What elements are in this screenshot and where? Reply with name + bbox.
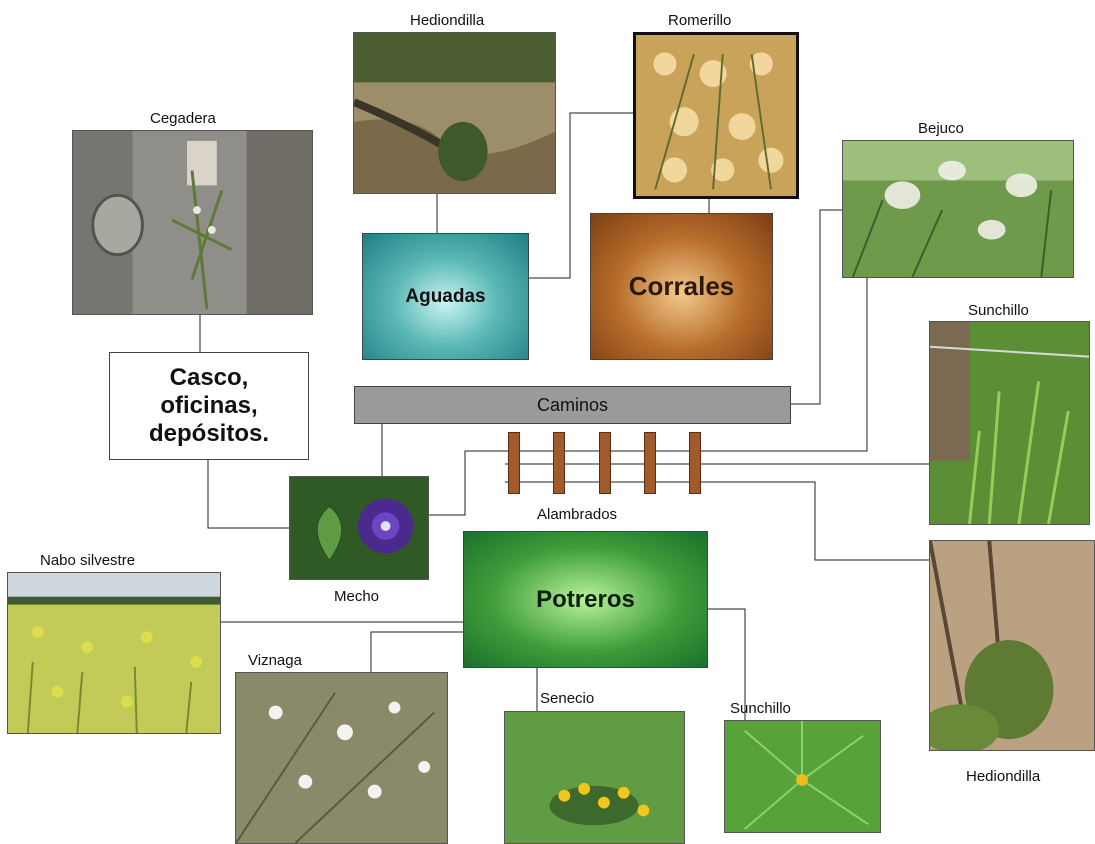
romerillo-caption: Romerillo xyxy=(668,12,732,29)
link-bejuco-alambrados xyxy=(697,278,868,452)
link-hediondilla-alambrados xyxy=(697,481,929,561)
romerillo-photo xyxy=(633,32,799,199)
sunchillo-bottom-caption: Sunchillo xyxy=(730,700,791,717)
mecho-caption: Mecho xyxy=(334,588,380,605)
aguadas-box: Aguadas xyxy=(362,233,529,360)
link-romerillo-aguadas xyxy=(529,112,633,279)
cegadera-caption: Cegadera xyxy=(150,110,216,127)
bejuco-photo xyxy=(842,140,1074,278)
bejuco-caption: Bejuco xyxy=(918,120,964,137)
fence-post xyxy=(644,432,656,494)
link-bejuco-caminos xyxy=(791,209,842,405)
caminos-bar: Caminos xyxy=(354,386,791,424)
link-sunchillo-potreros xyxy=(708,608,746,720)
fence-post xyxy=(689,432,701,494)
viznaga-photo xyxy=(235,672,448,844)
senecio-caption: Senecio xyxy=(540,690,595,707)
casco-box: Casco, oficinas, depósitos. xyxy=(109,352,309,460)
nabo-silvestre-photo xyxy=(7,572,221,734)
corrales-box: Corrales xyxy=(590,213,773,360)
nabo-caption: Nabo silvestre xyxy=(40,552,136,569)
hediondilla-right-caption: Hediondilla xyxy=(966,768,1041,785)
link-casco-mecho xyxy=(207,460,289,529)
fence-post xyxy=(553,432,565,494)
alambrados-label: Alambrados xyxy=(537,506,618,523)
fence-post xyxy=(599,432,611,494)
senecio-photo xyxy=(504,711,685,844)
hediondilla-right-photo xyxy=(929,540,1095,751)
hediondilla-top-photo xyxy=(353,32,556,194)
sunchillo-right-photo xyxy=(929,321,1090,525)
sunchillo-right-caption: Sunchillo xyxy=(968,302,1029,319)
link-viznaga-potreros xyxy=(370,631,463,676)
viznaga-caption: Viznaga xyxy=(248,652,302,669)
sunchillo-bottom-photo xyxy=(724,720,881,833)
link-mecho-alambrados xyxy=(429,450,505,516)
hediondilla-top-caption: Hediondilla xyxy=(410,12,485,29)
mecho-photo xyxy=(289,476,429,580)
potreros-box: Potreros xyxy=(463,531,708,668)
fence-post xyxy=(508,432,520,494)
cegadera-photo xyxy=(72,130,313,315)
